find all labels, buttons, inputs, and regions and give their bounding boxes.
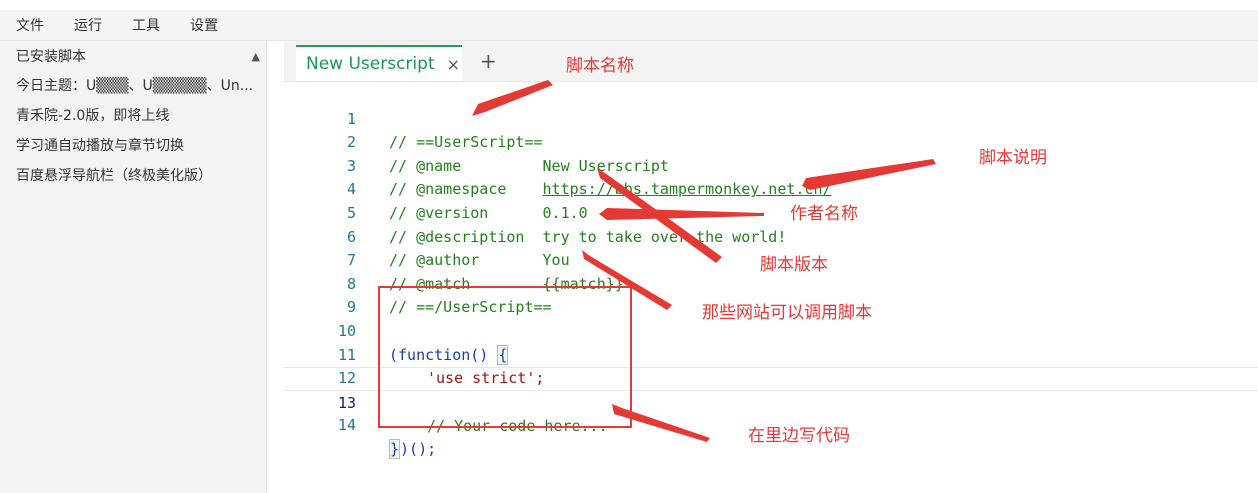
menu-file[interactable]: 文件 bbox=[16, 18, 44, 34]
annotation-write-code: 在里边写代码 bbox=[748, 426, 850, 446]
line-number: 9 bbox=[346, 298, 356, 317]
menu-settings[interactable]: 设置 bbox=[190, 18, 218, 34]
code-text: // ==/UserScript== bbox=[389, 298, 552, 317]
line-number: 6 bbox=[346, 227, 356, 246]
script-list: 今日主题：U▒▒▒、U▒▒▒▒▒、Un... 青禾院-2.0版，即将上线 学习通… bbox=[0, 71, 266, 191]
code-line: 9 bbox=[284, 273, 1258, 316]
script-item[interactable]: 青禾院-2.0版，即将上线 bbox=[16, 108, 170, 124]
menu-run[interactable]: 运行 bbox=[74, 18, 102, 34]
code-text: // @author You bbox=[389, 249, 570, 273]
meta-key: // @author bbox=[389, 251, 543, 270]
editor-area: New Userscript × + 1 // ==UserScript== 2… bbox=[284, 41, 1258, 493]
line-number: 4 bbox=[346, 180, 356, 199]
code-line: 3 // @namespace https://bbs.tampermonkey… bbox=[284, 131, 1258, 199]
script-item[interactable]: 学习通自动播放与章节切换 bbox=[16, 138, 184, 154]
code-line: 12 bbox=[284, 344, 1258, 387]
line-number: 5 bbox=[346, 203, 356, 222]
code-line: 4 // @version 0.1.0 bbox=[284, 155, 1258, 222]
code-line: 2 // @name New Userscript bbox=[284, 108, 1258, 175]
line-number: 10 bbox=[337, 321, 356, 340]
script-item[interactable]: 百度悬浮导航栏（终极美化版） bbox=[16, 168, 212, 184]
annotation-script-version: 脚本版本 bbox=[760, 255, 828, 275]
script-item[interactable]: 今日主题：U▒▒▒、U▒▒▒▒▒、Un... bbox=[16, 78, 254, 94]
annotation-script-description: 脚本说明 bbox=[979, 148, 1047, 168]
add-tab-icon[interactable]: + bbox=[480, 49, 497, 73]
annotation-author-name: 作者名称 bbox=[790, 204, 858, 224]
sidebar: 已安装脚本 ▲ 今日主题：U▒▒▒、U▒▒▒▒▒、Un... 青禾院-2.0版，… bbox=[0, 41, 267, 493]
code-line: 5 // @description try to take over the w… bbox=[284, 178, 1258, 246]
code-line: 1 // ==UserScript== bbox=[284, 84, 1258, 152]
code-token: )(); bbox=[400, 439, 437, 458]
annotation-sites: 那些网站可以调用脚本 bbox=[702, 303, 872, 323]
code-text: (function() { bbox=[389, 344, 509, 368]
code-token-bracket: { bbox=[497, 344, 509, 365]
code-text: })(); bbox=[389, 438, 436, 462]
code-token: (function() bbox=[389, 345, 498, 364]
menu-bar: 文件 运行 工具 设置 bbox=[0, 10, 1258, 41]
tab-label: New Userscript bbox=[306, 54, 435, 74]
menu-tools[interactable]: 工具 bbox=[132, 18, 160, 34]
meta-key: // @match bbox=[389, 274, 543, 293]
code-line: 10 (function() { bbox=[284, 296, 1258, 365]
meta-key: // @version bbox=[389, 203, 543, 222]
line-number: 2 bbox=[346, 133, 356, 152]
meta-value: You bbox=[542, 251, 570, 270]
line-number: 1 bbox=[346, 109, 356, 128]
code-line: 11 'use strict'; bbox=[284, 320, 1258, 388]
tab-bar: New Userscript × + bbox=[284, 41, 1258, 82]
code-highlight-box bbox=[378, 286, 632, 428]
meta-value: 0.1.0 bbox=[542, 203, 588, 222]
line-number: 13 bbox=[337, 393, 356, 412]
collapse-up-icon[interactable]: ▲ bbox=[251, 49, 260, 63]
tab-new-userscript[interactable]: New Userscript × bbox=[296, 45, 462, 81]
code-text: 'use strict'; bbox=[427, 369, 545, 388]
line-number: 11 bbox=[337, 345, 356, 364]
meta-key: // @name bbox=[389, 156, 543, 175]
code-line: 7 // @match {{match}} bbox=[284, 226, 1258, 293]
meta-key: // @namespace bbox=[389, 180, 543, 199]
code-token-bracket: } bbox=[389, 438, 401, 459]
installed-scripts-header[interactable]: 已安装脚本 ▲ bbox=[0, 41, 266, 71]
installed-scripts-title: 已安装脚本 bbox=[16, 49, 86, 65]
meta-key: // @description bbox=[389, 227, 543, 246]
annotation-script-name: 脚本名称 bbox=[566, 56, 634, 76]
line-number: 7 bbox=[346, 251, 356, 270]
code-line: 6 // @author You bbox=[284, 202, 1258, 270]
line-number: 14 bbox=[337, 416, 356, 435]
close-icon[interactable]: × bbox=[446, 54, 461, 74]
line-number: 8 bbox=[346, 274, 356, 293]
code-text: // @version 0.1.0 bbox=[389, 202, 588, 226]
line-number: 3 bbox=[346, 156, 356, 175]
code-line: 8 // ==/UserScript== bbox=[284, 249, 1258, 317]
line-number: 12 bbox=[337, 369, 356, 388]
code-line: 14 })(); bbox=[284, 391, 1258, 459]
code-text: // ==UserScript== bbox=[389, 133, 543, 152]
